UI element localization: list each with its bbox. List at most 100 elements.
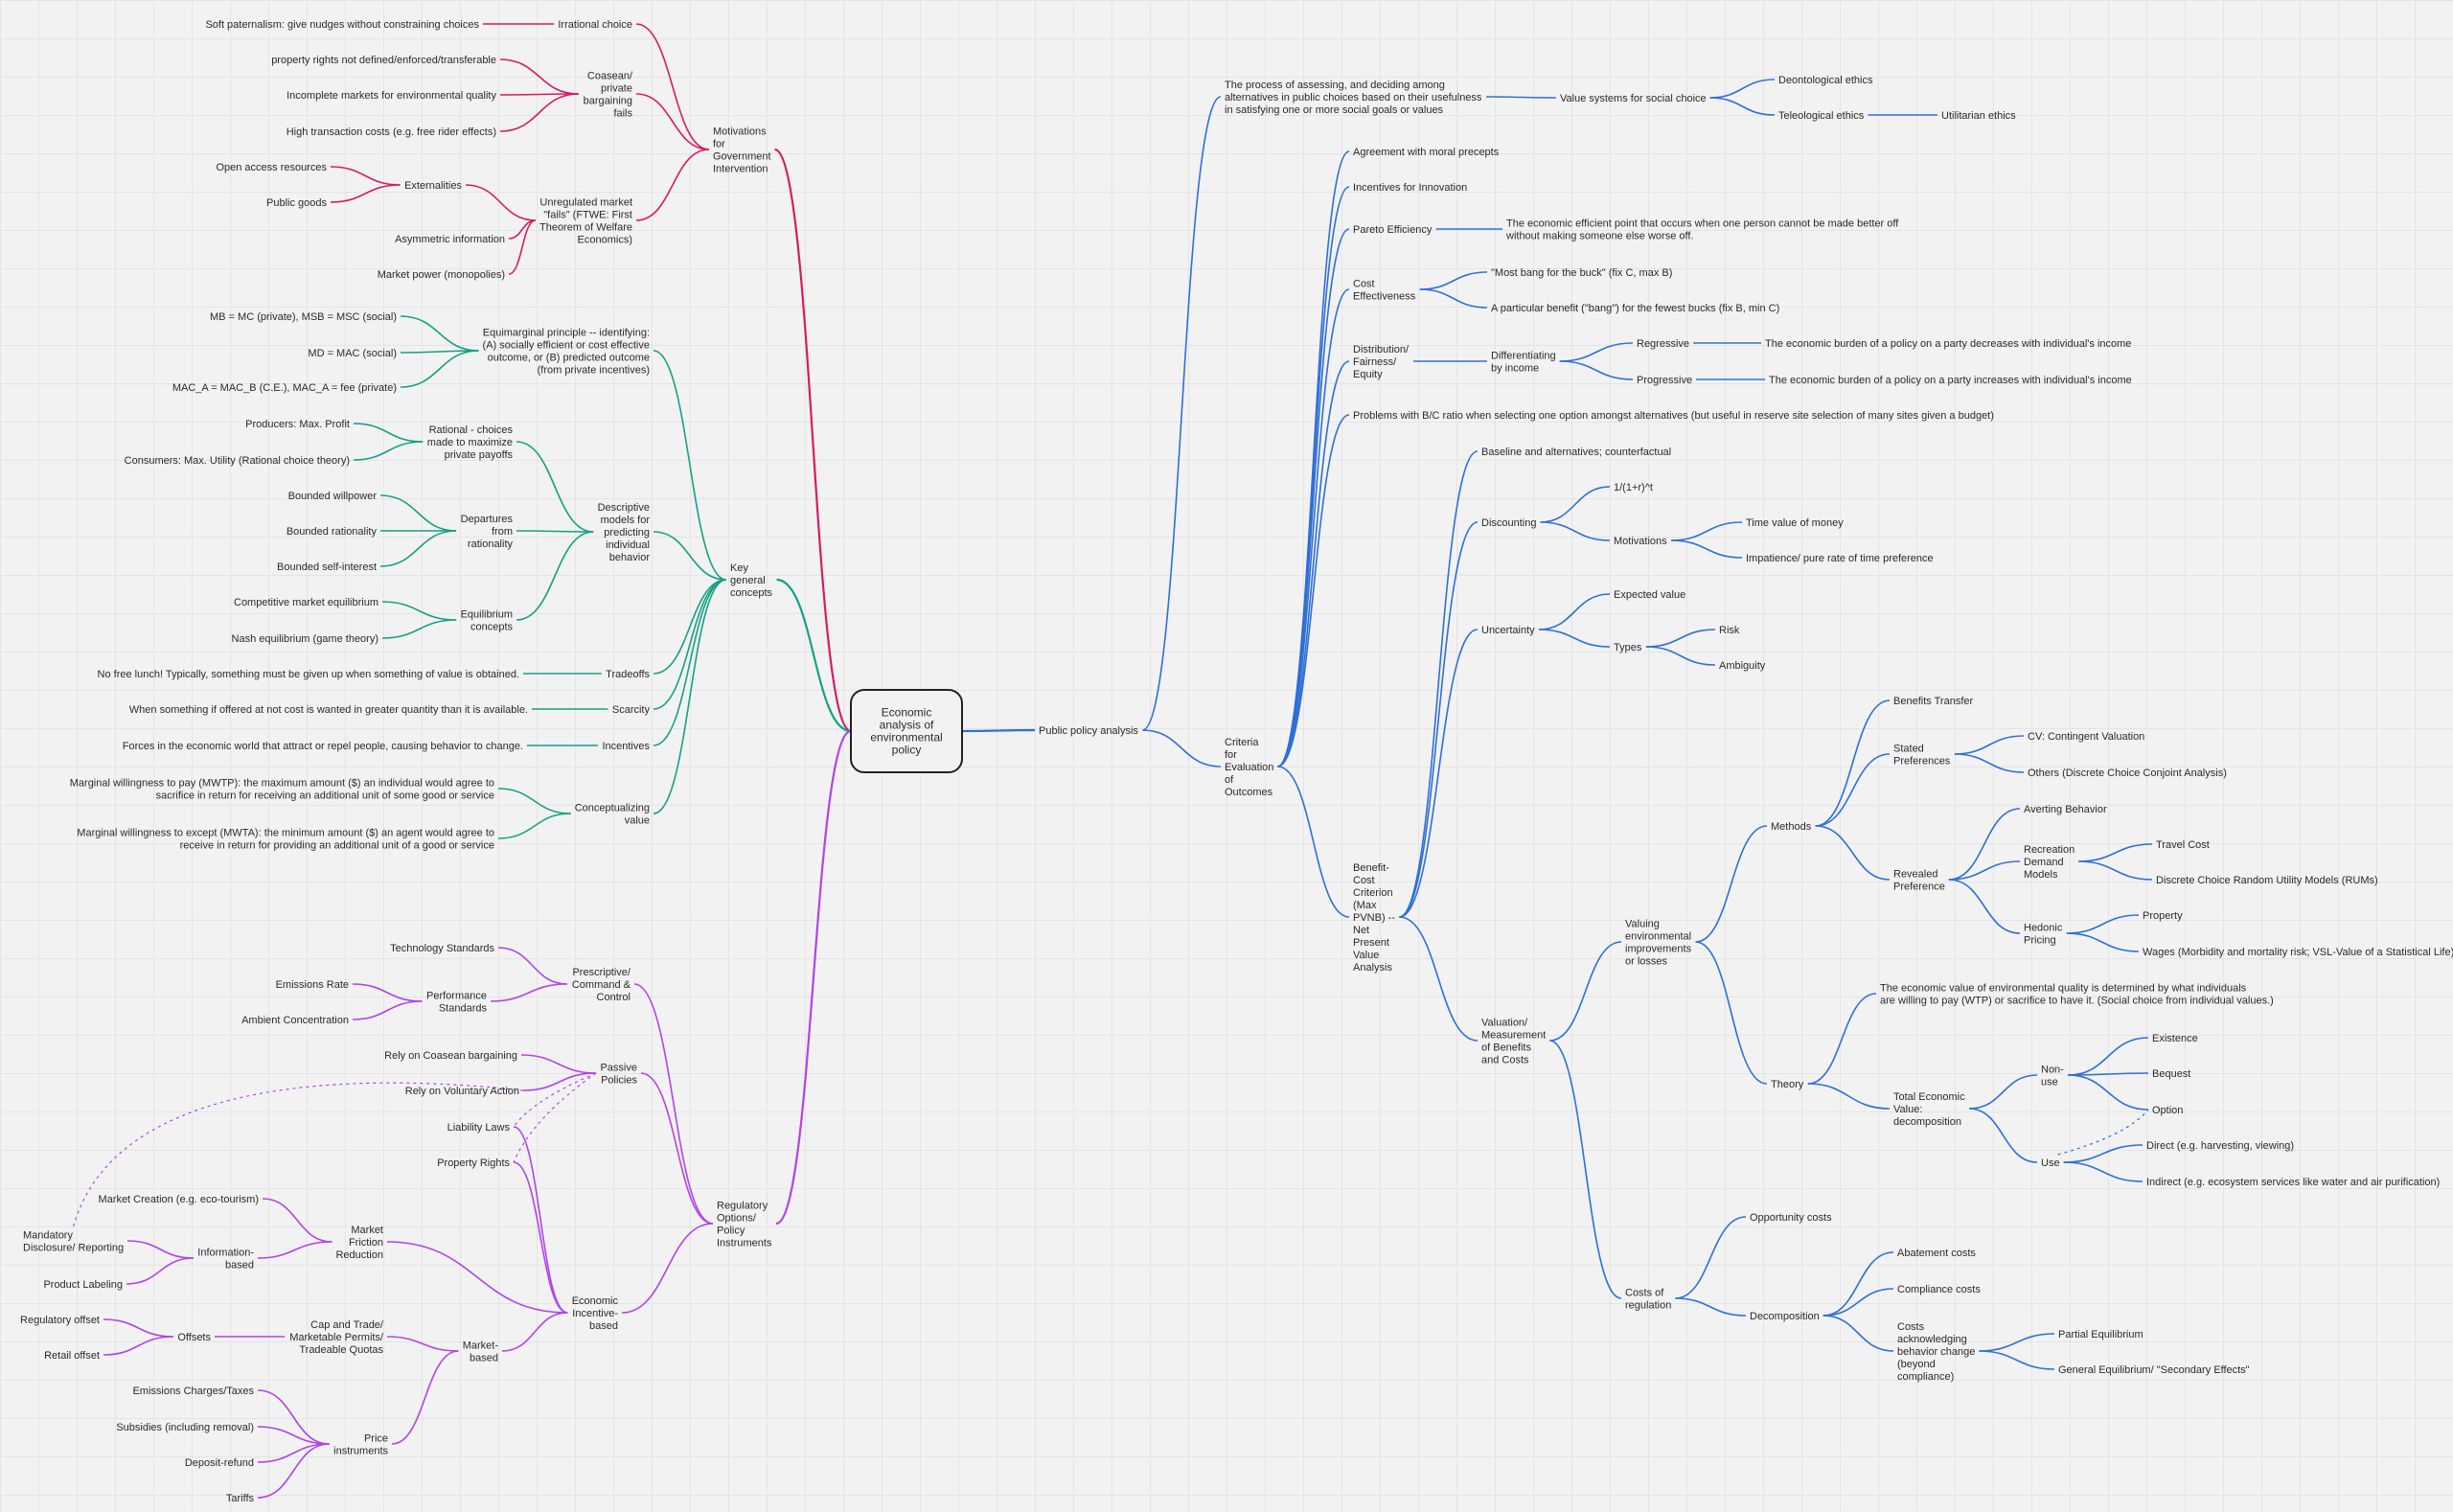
topic-mwtp[interactable]: Marginal willingness to pay (MWTP): the … xyxy=(70,778,494,802)
topic-partial-eq[interactable]: Partial Equilibrium xyxy=(2058,1329,2144,1340)
topic-deont[interactable]: Deontological ethics xyxy=(1778,75,1873,86)
topic-incentives[interactable]: Incentives xyxy=(602,741,650,752)
topic-risk[interactable]: Risk xyxy=(1719,625,1740,636)
topic-use[interactable]: Use xyxy=(2041,1157,2060,1169)
topic-b-rat[interactable]: Bounded rationality xyxy=(287,526,378,538)
topic-theory-d[interactable]: The economic value of environmental qual… xyxy=(1880,983,2274,1007)
topic-emis-charges[interactable]: Emissions Charges/Taxes xyxy=(132,1386,254,1397)
topic-tech-std[interactable]: Technology Standards xyxy=(390,943,494,954)
topic-asym-info[interactable]: Asymmetric information xyxy=(395,234,505,245)
topic-teleo[interactable]: Teleological ethics xyxy=(1778,110,1865,122)
topic-impatience[interactable]: Impatience/ pure rate of time preference xyxy=(1746,553,1934,564)
topic-prop-rights-nd[interactable]: property rights not defined/enforced/tra… xyxy=(271,55,496,66)
topic-prop-rights[interactable]: Property Rights xyxy=(437,1157,510,1169)
topic-voluntary[interactable]: Rely on Voluntary Action xyxy=(405,1086,519,1097)
topic-deposit[interactable]: Deposit-refund xyxy=(185,1457,254,1469)
topic-soft-pat[interactable]: Soft paternalism: give nudges without co… xyxy=(205,19,479,31)
topic-existence[interactable]: Existence xyxy=(2152,1033,2198,1044)
topic-formula[interactable]: 1/(1+r)^t xyxy=(1614,482,1653,493)
topic-averting[interactable]: Averting Behavior xyxy=(2024,804,2107,815)
topic-comp-eq[interactable]: Competitive market equilibrium xyxy=(234,597,378,608)
topic-mkt-creation[interactable]: Market Creation (e.g. eco-tourism) xyxy=(99,1194,260,1205)
topic-mkt-based[interactable]: Market-based xyxy=(463,1340,499,1364)
topic-info-based[interactable]: Information-based xyxy=(197,1248,254,1271)
topic-travel-cost[interactable]: Travel Cost xyxy=(2156,839,2210,851)
topic-opp-costs[interactable]: Opportunity costs xyxy=(1750,1212,1832,1224)
topic-baseline[interactable]: Baseline and alternatives; counterfactua… xyxy=(1481,447,1671,458)
topic-market-power[interactable]: Market power (monopolies) xyxy=(378,269,505,281)
topic-option[interactable]: Option xyxy=(2152,1105,2183,1116)
topic-utilit[interactable]: Utilitarian ethics xyxy=(1941,110,2016,122)
topic-high-tc[interactable]: High transaction costs (e.g. free rider … xyxy=(287,126,496,138)
topic-benefit-fix[interactable]: A particular benefit ("bang") for the fe… xyxy=(1491,303,1779,314)
root-topic-box[interactable] xyxy=(850,689,963,773)
topic-liability[interactable]: Liability Laws xyxy=(447,1122,511,1134)
topic-exp-val[interactable]: Expected value xyxy=(1614,589,1685,601)
topic-wages[interactable]: Wages (Morbidity and mortality risk; VSL… xyxy=(2143,947,2453,958)
topic-regressive-d[interactable]: The economic burden of a policy on a par… xyxy=(1765,338,2131,350)
topic-innov[interactable]: Incentives for Innovation xyxy=(1353,182,1467,194)
topic-bang[interactable]: "Most bang for the buck" (fix C, max B) xyxy=(1491,267,1672,279)
topic-methods[interactable]: Methods xyxy=(1771,821,1812,833)
topic-progressive[interactable]: Progressive xyxy=(1637,375,1692,386)
topic-rums[interactable]: Discrete Choice Random Utility Models (R… xyxy=(2156,875,2378,886)
topic-externalities[interactable]: Externalities xyxy=(404,180,462,192)
topic-public-goods[interactable]: Public goods xyxy=(266,197,327,209)
topic-distrib[interactable]: Distribution/Fairness/Equity xyxy=(1353,344,1410,380)
topic-discounting[interactable]: Discounting xyxy=(1481,517,1536,529)
topic-nonuse[interactable]: Non-use xyxy=(2041,1065,2064,1088)
topic-incentives-d[interactable]: Forces in the economic world that attrac… xyxy=(123,741,523,752)
topic-ambiguity[interactable]: Ambiguity xyxy=(1719,660,1766,672)
topic-pareto[interactable]: Pareto Efficiency xyxy=(1353,224,1433,236)
topic-tradeoffs[interactable]: Tradeoffs xyxy=(606,669,650,680)
topic-reg-offset[interactable]: Regulatory offset xyxy=(20,1315,100,1326)
topic-types[interactable]: Types xyxy=(1614,642,1642,653)
topic-disc-motiv[interactable]: Motivations xyxy=(1614,536,1667,547)
topic-product-lab[interactable]: Product Labeling xyxy=(43,1279,123,1291)
topic-coasean-barg[interactable]: Rely on Coasean bargaining xyxy=(384,1050,517,1062)
topic-equimarginal[interactable]: Equimarginal principle -- identifying:(A… xyxy=(483,328,650,377)
topic-indirect[interactable]: Indirect (e.g. ecosystem services like w… xyxy=(2146,1177,2440,1188)
topic-ambient[interactable]: Ambient Concentration xyxy=(241,1015,349,1026)
topic-compliance[interactable]: Compliance costs xyxy=(1897,1284,1981,1295)
topic-general-eq[interactable]: General Equilibrium/ "Secondary Effects" xyxy=(2058,1364,2250,1376)
topic-benefit-transfer[interactable]: Benefits Transfer xyxy=(1893,696,1973,707)
topic-b-self[interactable]: Bounded self-interest xyxy=(277,561,377,573)
topic-retail-offset[interactable]: Retail offset xyxy=(44,1350,100,1362)
topic-time-val[interactable]: Time value of money xyxy=(1746,517,1844,529)
topic-scarcity[interactable]: Scarcity xyxy=(612,704,651,716)
topic-progressive-d[interactable]: The economic burden of a policy on a par… xyxy=(1769,375,2132,386)
topic-md-mac[interactable]: MD = MAC (social) xyxy=(308,348,397,359)
topic-uncertainty[interactable]: Uncertainty xyxy=(1481,625,1535,636)
topic-consumers[interactable]: Consumers: Max. Utility (Rational choice… xyxy=(125,455,350,467)
topic-mac-fee[interactable]: MAC_A = MAC_B (C.E.), MAC_A = fee (priva… xyxy=(172,382,397,394)
topic-prescriptive[interactable]: Prescriptive/Command &Control xyxy=(572,967,631,1003)
topic-scarcity-d[interactable]: When something if offered at not cost is… xyxy=(129,704,528,716)
topic-cap-trade[interactable]: Cap and Trade/Marketable Permits/Tradeab… xyxy=(289,1319,384,1356)
topic-pareto-d[interactable]: The economic efficient point that occurs… xyxy=(1505,218,1899,242)
